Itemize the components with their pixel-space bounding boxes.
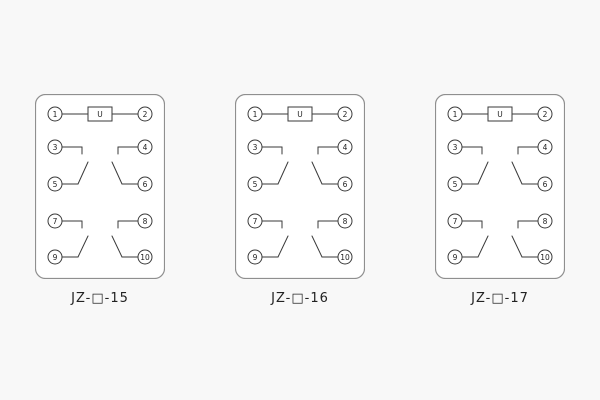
coil-label: U: [497, 110, 503, 119]
terminal-circle-1: [447, 106, 463, 122]
relay-panel-jz16: U 1 2 3 4 5 6: [235, 94, 365, 306]
terminal-label-9: 9: [53, 253, 58, 262]
terminal-label-1: 1: [53, 110, 58, 119]
contact-blade: [111, 161, 123, 185]
relay-schematic: U 1 2 3 4 5 6: [435, 94, 565, 279]
terminal-circle-7: [447, 213, 463, 229]
contact-blade: [311, 235, 323, 258]
terminal-circle-5: [447, 176, 463, 192]
terminal-label-1: 1: [453, 110, 458, 119]
terminal-circle-9: [47, 249, 63, 265]
panel-caption: JZ-□-16: [271, 291, 329, 306]
terminal-label-10: 10: [540, 253, 550, 262]
coil-label: U: [97, 110, 103, 119]
relay-panel-jz15: U 1 2 3 4 5: [35, 94, 165, 306]
terminal-label-6: 6: [343, 180, 348, 189]
contact-blade: [77, 235, 89, 258]
terminal-label-6: 6: [143, 180, 148, 189]
contact-blade: [111, 235, 123, 258]
terminal-circle-2: [337, 106, 353, 122]
terminal-label-3: 3: [453, 143, 458, 152]
terminal-label-4: 4: [143, 143, 148, 152]
diagram-row: U 1 2 3 4 5: [35, 94, 565, 306]
terminal-label-8: 8: [543, 217, 548, 226]
contact-blade: [511, 235, 523, 258]
terminal-circle-9: [247, 249, 263, 265]
contact-blade: [277, 161, 289, 185]
terminal-circle-2: [537, 106, 553, 122]
terminal-circle-7: [47, 213, 63, 229]
terminal-circle-5: [47, 176, 63, 192]
contact-blade: [511, 161, 523, 185]
terminal-circle-3: [247, 139, 263, 155]
terminal-label-2: 2: [543, 110, 548, 119]
terminal-circle-5: [247, 176, 263, 192]
terminal-label-10: 10: [140, 253, 150, 262]
terminal-circle-10: [137, 249, 153, 265]
terminal-circle-8: [137, 213, 153, 229]
contact-blade: [277, 235, 289, 258]
terminal-label-9: 9: [253, 253, 258, 262]
terminal-label-5: 5: [253, 180, 258, 189]
terminal-label-3: 3: [253, 143, 258, 152]
terminal-label-1: 1: [253, 110, 258, 119]
terminal-circle-1: [47, 106, 63, 122]
terminal-circle-1: [247, 106, 263, 122]
terminal-circle-8: [337, 213, 353, 229]
terminal-circle-4: [137, 139, 153, 155]
panel-border: [435, 94, 565, 279]
terminal-label-5: 5: [453, 180, 458, 189]
relay-schematic: U 1 2 3 4 5: [35, 94, 165, 279]
terminal-circle-6: [337, 176, 353, 192]
terminal-circle-2: [137, 106, 153, 122]
contact-blade: [311, 161, 323, 185]
terminal-circle-4: [537, 139, 553, 155]
terminal-label-9: 9: [453, 253, 458, 262]
relay-schematic: U 1 2 3 4 5 6: [235, 94, 365, 279]
terminal-circle-4: [337, 139, 353, 155]
terminal-circle-9: [447, 249, 463, 265]
contact-blade: [77, 161, 89, 185]
contact-blade: [477, 235, 489, 258]
panel-caption: JZ-□-15: [71, 291, 129, 306]
terminal-circle-3: [447, 139, 463, 155]
terminal-circle-3: [47, 139, 63, 155]
terminal-label-8: 8: [343, 217, 348, 226]
terminal-circle-7: [247, 213, 263, 229]
terminal-circle-8: [537, 213, 553, 229]
terminal-label-7: 7: [253, 217, 258, 226]
panel-border: [235, 94, 365, 279]
terminal-circle-10: [337, 249, 353, 265]
contact-blade: [477, 161, 489, 185]
coil-label: U: [297, 110, 303, 119]
terminal-label-7: 7: [453, 217, 458, 226]
terminal-circle-6: [537, 176, 553, 192]
terminal-circle-6: [137, 176, 153, 192]
panel-border: [35, 94, 165, 279]
terminal-label-4: 4: [543, 143, 548, 152]
terminal-circle-10: [537, 249, 553, 265]
terminal-label-7: 7: [53, 217, 58, 226]
terminal-label-10: 10: [340, 253, 350, 262]
terminal-label-2: 2: [143, 110, 148, 119]
terminal-label-2: 2: [343, 110, 348, 119]
terminal-label-8: 8: [143, 217, 148, 226]
terminal-label-3: 3: [53, 143, 58, 152]
terminal-label-4: 4: [343, 143, 348, 152]
panel-caption: JZ-□-17: [471, 291, 529, 306]
terminal-label-5: 5: [53, 180, 58, 189]
terminal-label-6: 6: [543, 180, 548, 189]
relay-panel-jz17: U 1 2 3 4 5 6: [435, 94, 565, 306]
